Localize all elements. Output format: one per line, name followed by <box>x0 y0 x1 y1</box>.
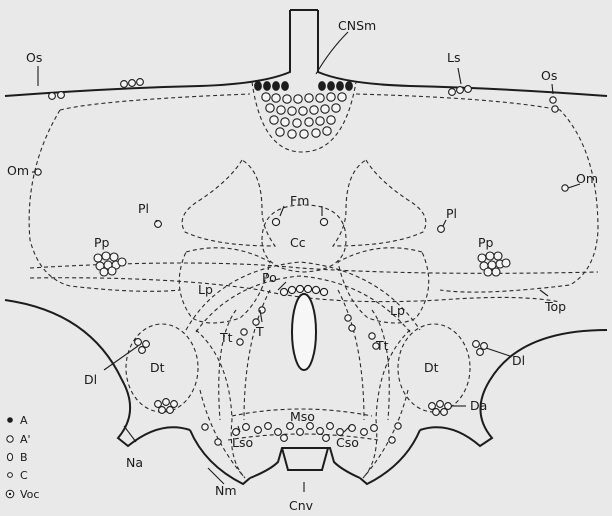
label-na: Na <box>126 455 143 470</box>
label-da: Da <box>470 398 487 413</box>
label-lso: Lso <box>232 435 253 450</box>
legend-item-a: A <box>7 414 28 427</box>
label-top: Top <box>544 299 566 314</box>
label-cso: Cso <box>336 435 359 450</box>
label-om-right: Om <box>576 171 598 186</box>
fm-cells <box>272 218 327 225</box>
label-os-left: Os <box>26 50 42 65</box>
cnsm-cell-cluster <box>255 82 353 139</box>
label-lp-right: Lp <box>390 303 405 318</box>
label-dl-left: Dl <box>84 372 97 387</box>
legend: A A' B C Voc <box>6 414 39 501</box>
legend-symbol-a <box>7 417 13 423</box>
cso-cells <box>389 423 401 443</box>
label-ls: Ls <box>447 50 460 65</box>
os-left2-cells <box>121 79 144 88</box>
legend-label-c: C <box>20 469 28 482</box>
label-os-right: Os <box>541 68 557 83</box>
legend-symbol-a-prime <box>7 436 13 442</box>
label-mso: Mso <box>290 409 315 424</box>
legend-label-b: B <box>20 451 28 464</box>
om-right-cell <box>562 185 568 191</box>
label-fm: Fm <box>290 193 309 208</box>
legend-label-voc: Voc <box>20 488 39 501</box>
legend-item-a-prime: A' <box>7 433 31 446</box>
label-cnv: Cnv <box>289 498 314 513</box>
label-dl-right: Dl <box>512 353 525 368</box>
legend-label-a-prime: A' <box>20 433 31 446</box>
lso-cells <box>202 424 221 445</box>
label-cc: Cc <box>290 235 306 250</box>
da-cells <box>429 401 452 416</box>
label-cnsm: CNSm <box>338 18 376 33</box>
label-nm: Nm <box>215 483 237 498</box>
label-pl-left: Pl <box>138 201 149 216</box>
label-pp-left: Pp <box>94 235 110 250</box>
legend-item-b: B <box>7 451 27 464</box>
label-dt-left: Dt <box>150 360 165 375</box>
central-canal <box>292 294 316 370</box>
pl-left-cell <box>155 221 162 228</box>
label-pl-right: Pl <box>446 206 457 221</box>
label-dt-right: Dt <box>424 360 439 375</box>
legend-symbol-b <box>7 453 12 460</box>
label-tt-left: Tt <box>219 330 233 345</box>
legend-item-voc: Voc <box>6 488 39 501</box>
legend-label-a: A <box>20 414 28 427</box>
label-lp-left: Lp <box>198 282 213 297</box>
legend-item-c: C <box>8 469 28 482</box>
label-tt-right: Tt <box>375 338 389 353</box>
label-po: Po <box>262 270 277 285</box>
label-pp-right: Pp <box>478 235 494 250</box>
dl-left-cells <box>135 339 150 354</box>
label-t: T <box>255 324 264 339</box>
os-right-cells <box>550 97 558 112</box>
pp-left-cells <box>94 252 126 276</box>
dl-right-cells <box>473 341 488 356</box>
label-om-left: Om <box>7 163 29 178</box>
pp-right-cells <box>478 252 510 276</box>
legend-symbol-c <box>8 473 13 478</box>
pl-right-cell <box>438 226 445 233</box>
